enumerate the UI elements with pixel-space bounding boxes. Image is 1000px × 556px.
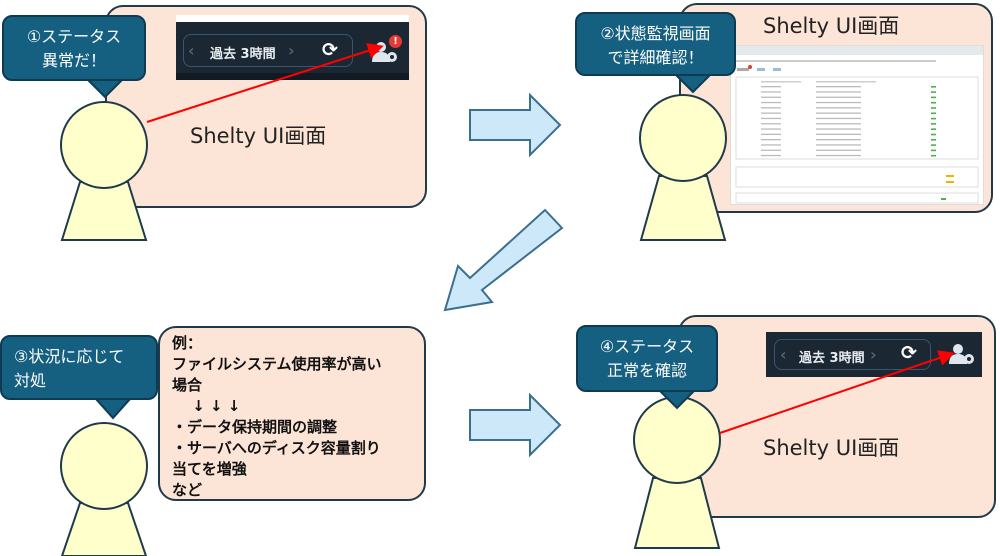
diagonal-arrow	[443, 208, 564, 312]
thumbnail-row	[761, 86, 936, 88]
bubble-3-tail	[93, 398, 133, 420]
thumbnail-row	[761, 154, 936, 157]
step2-screen-label: Shelty UI画面	[763, 14, 900, 38]
action-note-panel	[158, 326, 426, 501]
person-2-body	[639, 175, 727, 241]
person-4-head	[633, 396, 721, 484]
refresh-icon[interactable]: ⟳	[322, 39, 338, 61]
status-table-thumbnail	[735, 60, 979, 204]
person-3-head	[60, 422, 148, 510]
bubble-1-tail	[85, 79, 125, 99]
refresh-icon[interactable]: ⟳	[901, 342, 917, 364]
pointer-line-4	[719, 350, 955, 434]
step3-bubble: ③状況に応じて 対処	[0, 335, 158, 400]
right-arrow-2	[469, 392, 562, 458]
person-3-body	[60, 502, 148, 556]
person-1-body	[60, 181, 148, 241]
step1-screen-label: Shelty UI画面	[190, 124, 327, 148]
person-2-head	[639, 94, 727, 182]
thumbnail-row	[761, 144, 936, 146]
action-note-text: 例： ファイルシステム使用率が高い 場合 ↓ ↓ ↓ ・データ保持期間の調整 ・…	[172, 334, 382, 499]
step1-bubble: ①ステータス 異常だ！	[2, 15, 146, 81]
thumbnail-row	[761, 101, 936, 104]
step2-bubble: ②状態監視画面 で詳細確認！	[575, 12, 736, 76]
thumbnail-row	[761, 133, 936, 136]
bubble-2-tail	[673, 74, 713, 94]
thumbnail-row	[761, 139, 936, 141]
time-range-label: 過去 3時間	[799, 351, 865, 366]
step4-screen-label: Shelty UI画面	[763, 436, 900, 460]
thumbnail-row	[761, 123, 936, 125]
thumbnail-row	[761, 107, 936, 109]
chevron-right-icon[interactable]: ›	[870, 345, 877, 364]
right-arrow-1	[469, 92, 562, 158]
thumbnail-row	[761, 91, 936, 93]
chevron-right-icon[interactable]: ›	[288, 41, 295, 60]
time-range-label: 過去 3時間	[210, 47, 276, 62]
toolbar-top-strip	[176, 15, 409, 22]
thumbnail-row	[761, 112, 936, 115]
chevron-left-icon[interactable]: ‹	[780, 345, 787, 364]
pointer-line-1	[146, 43, 384, 123]
thumbnail-row	[761, 117, 936, 120]
status-monitor-screenshot	[730, 45, 984, 205]
thumbnail-row	[761, 149, 936, 152]
person-4-body	[633, 477, 721, 549]
step4-bubble: ④ステータス 正常を確認	[576, 325, 718, 392]
alert-badge: !	[389, 35, 402, 48]
time-range-selector[interactable]: ‹ 過去 3時間 › ⟳	[183, 34, 353, 67]
thumbnail-row	[761, 96, 936, 99]
time-range-selector[interactable]: ‹ 過去 3時間 › ⟳	[774, 339, 931, 370]
chevron-left-icon[interactable]: ‹	[188, 41, 195, 60]
thumbnail-row	[761, 128, 936, 130]
person-1-head	[60, 101, 148, 189]
